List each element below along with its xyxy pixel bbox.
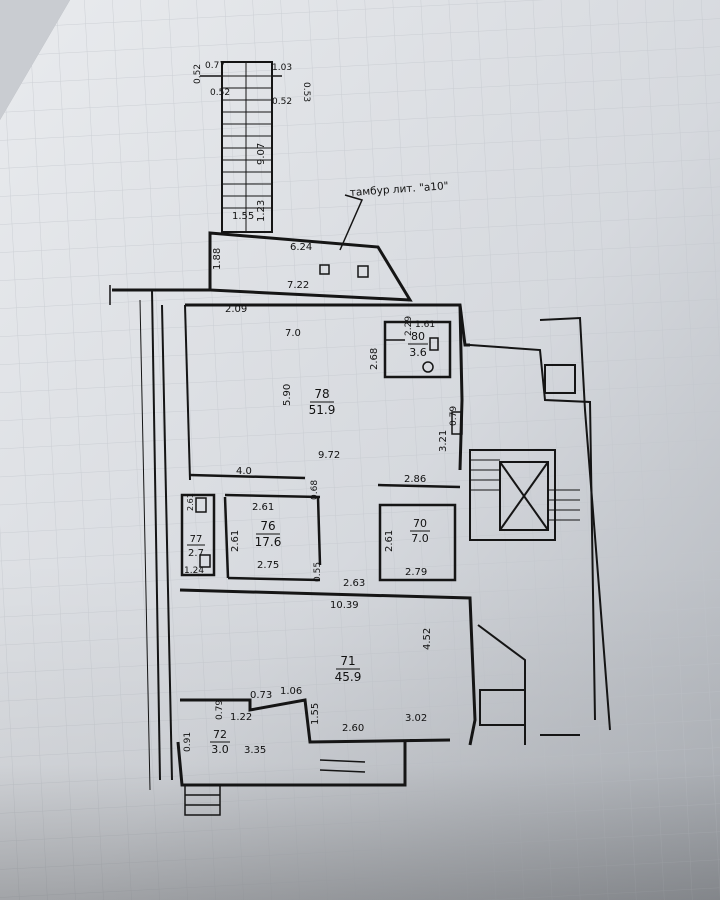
- stairwell: [410, 316, 611, 745]
- svg-text:7.0: 7.0: [411, 532, 429, 545]
- svg-text:0.73: 0.73: [250, 690, 272, 701]
- dimension-labels: 0.77 1.03 0.52 0.53 0.52 0.52 9.07 1.55 …: [183, 61, 459, 756]
- svg-text:2.61: 2.61: [186, 493, 195, 511]
- exterior-stair: [200, 61, 282, 233]
- vestibule-outline: [208, 231, 413, 302]
- svg-text:0.79: 0.79: [215, 700, 225, 720]
- svg-text:2.68: 2.68: [369, 348, 380, 370]
- annotation-leader: [339, 194, 364, 251]
- svg-text:80: 80: [411, 330, 425, 343]
- svg-text:1.88: 1.88: [212, 248, 223, 270]
- svg-text:2.79: 2.79: [405, 567, 427, 578]
- room-80: 80 3.6: [408, 330, 428, 359]
- paper-shadow: [0, 560, 720, 900]
- svg-text:2.61: 2.61: [384, 530, 395, 552]
- svg-text:1.55: 1.55: [310, 703, 321, 725]
- svg-text:2.61: 2.61: [230, 530, 241, 552]
- svg-text:1.61: 1.61: [415, 320, 435, 330]
- interior-walls: [180, 320, 463, 582]
- room-71: 71 45.9: [335, 654, 362, 684]
- svg-text:0.79: 0.79: [449, 406, 459, 426]
- svg-text:3.35: 3.35: [244, 745, 266, 756]
- svg-text:2.61: 2.61: [252, 502, 274, 513]
- svg-text:9.07: 9.07: [256, 143, 267, 165]
- entrance-steps: [184, 759, 366, 816]
- svg-text:3.21: 3.21: [438, 430, 449, 452]
- svg-text:4.52: 4.52: [422, 628, 433, 650]
- svg-text:0.52: 0.52: [193, 64, 203, 84]
- svg-text:5.90: 5.90: [282, 384, 293, 406]
- plan-labels: тамбур лит. "а10" 78 51.9 80 3.6 76 17.6…: [183, 61, 459, 756]
- svg-text:0.53: 0.53: [301, 82, 311, 102]
- svg-text:2.09: 2.09: [225, 304, 247, 315]
- svg-text:71: 71: [340, 654, 355, 668]
- svg-text:3.0: 3.0: [211, 743, 229, 756]
- svg-text:1.06: 1.06: [280, 686, 302, 697]
- svg-text:3.02: 3.02: [405, 713, 427, 724]
- outer-walls: [176, 303, 477, 787]
- svg-text:51.9: 51.9: [309, 403, 336, 417]
- svg-text:2.60: 2.60: [342, 723, 364, 734]
- svg-text:0.68: 0.68: [310, 480, 320, 500]
- svg-text:0.91: 0.91: [183, 732, 193, 752]
- room-76: 76 17.6: [255, 519, 282, 549]
- svg-text:1.24: 1.24: [184, 566, 204, 576]
- svg-text:76: 76: [260, 519, 275, 533]
- svg-text:2.86: 2.86: [404, 474, 426, 485]
- svg-text:0.77: 0.77: [205, 61, 225, 71]
- room-70: 70 7.0: [410, 517, 430, 545]
- room-72: 72 3.0: [210, 728, 230, 756]
- svg-text:17.6: 17.6: [255, 535, 282, 549]
- svg-text:1.55: 1.55: [232, 211, 254, 222]
- svg-text:7.0: 7.0: [285, 328, 301, 339]
- svg-text:2.29: 2.29: [404, 316, 414, 336]
- svg-text:10.39: 10.39: [330, 600, 359, 611]
- svg-text:3.6: 3.6: [409, 346, 427, 359]
- room-77: 77 2.7: [187, 534, 205, 559]
- svg-text:9.72: 9.72: [318, 450, 340, 461]
- svg-text:1.23: 1.23: [256, 200, 267, 222]
- paper-fold: [0, 0, 70, 120]
- plan-drawing: [109, 61, 611, 816]
- svg-text:0.55: 0.55: [313, 562, 323, 582]
- svg-text:72: 72: [213, 728, 227, 741]
- room-78: 78 51.9: [309, 387, 336, 417]
- svg-text:2.75: 2.75: [257, 560, 279, 571]
- svg-text:70: 70: [413, 517, 427, 530]
- svg-text:6.24: 6.24: [290, 242, 312, 253]
- svg-text:1.22: 1.22: [230, 712, 252, 723]
- svg-text:2.7: 2.7: [188, 548, 204, 559]
- corridor-walls: [109, 285, 210, 791]
- svg-text:1.03: 1.03: [272, 63, 292, 73]
- svg-text:2.63: 2.63: [343, 578, 365, 589]
- svg-text:0.52: 0.52: [272, 97, 292, 107]
- svg-text:0.52: 0.52: [210, 88, 230, 98]
- svg-text:77: 77: [190, 534, 203, 545]
- svg-text:45.9: 45.9: [335, 670, 362, 684]
- svg-text:7.22: 7.22: [287, 280, 309, 291]
- svg-text:4.0: 4.0: [236, 466, 252, 477]
- svg-text:78: 78: [314, 387, 329, 401]
